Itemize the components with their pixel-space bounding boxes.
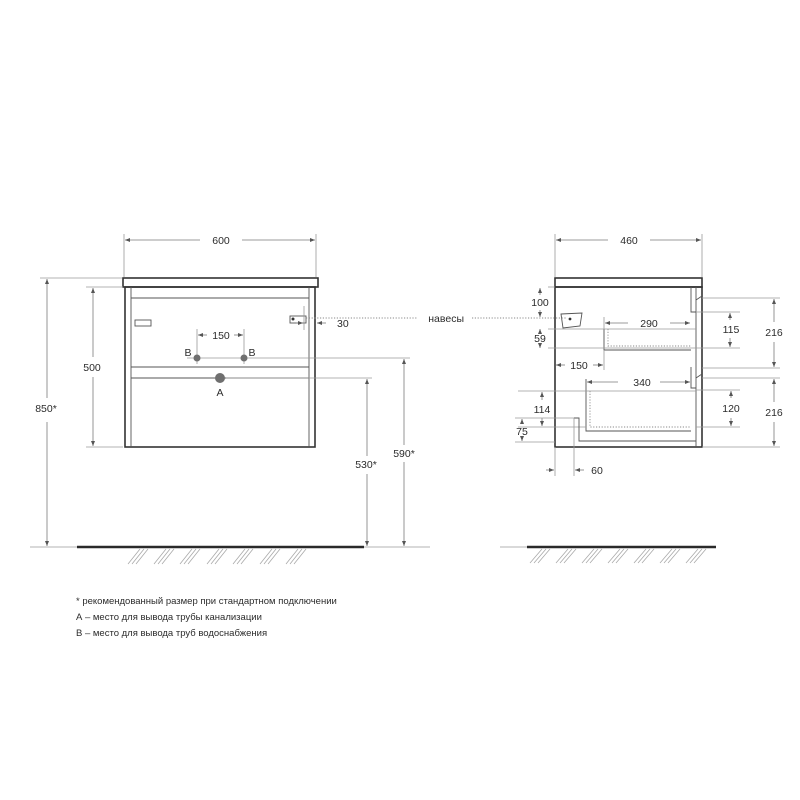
drawing-notes: * рекомендованный размер при стандартном… <box>76 594 337 642</box>
upper-handle-profile <box>690 287 703 313</box>
label-back-offset: 150 <box>570 360 588 372</box>
side-countertop <box>554 277 703 288</box>
label-lower-front-height: 216 <box>765 407 783 419</box>
label-upper-drawer-height: 115 <box>723 324 740 336</box>
note-recommended: * рекомендованный размер при стандартном… <box>76 596 337 607</box>
dim-front-width: 600 <box>123 234 317 277</box>
label-hinge-to-drawer: 59 <box>534 333 546 345</box>
hinge-bracket <box>560 312 583 329</box>
label-lower-drawer-inner: 114 <box>534 404 551 416</box>
floor-hatch-side <box>529 548 707 564</box>
label-a: A <box>216 387 223 399</box>
front-view: 600 30 150 B B A <box>30 234 430 565</box>
label-total-height: 850* <box>35 403 57 415</box>
label-lower-drawer-height: 120 <box>722 403 740 415</box>
supply-point-right <box>240 354 248 362</box>
label-b-right: B <box>248 347 255 359</box>
label-bottom-clearance: 75 <box>516 426 528 438</box>
side-view: 460 навесы 290 100 59 <box>428 234 783 564</box>
front-countertop <box>122 277 319 288</box>
front-cabinet-body <box>124 286 316 448</box>
left-bracket <box>134 319 152 327</box>
lower-drawer-box <box>589 391 691 428</box>
label-front-width: 600 <box>212 235 230 247</box>
label-side-depth: 460 <box>620 235 638 247</box>
lower-handle-profile <box>690 367 703 389</box>
note-drain: А – место для вывода трубы канализации <box>76 612 262 623</box>
side-cabinet-body <box>554 286 703 448</box>
label-supply-height: 590* <box>393 448 415 460</box>
note-supply: В – место для вывода труб водоснабжения <box>76 628 268 639</box>
drain-point <box>215 373 225 383</box>
label-hinge-offset: 30 <box>337 318 349 330</box>
label-hinges: навесы <box>428 313 464 325</box>
back-cutout <box>574 417 696 442</box>
label-cutout-width: 60 <box>591 465 603 477</box>
label-upper-front-height: 216 <box>765 327 783 339</box>
label-drain-height: 530* <box>355 459 377 471</box>
label-supply-spacing: 150 <box>212 330 230 342</box>
upper-drawer-box <box>607 329 691 347</box>
label-body-height: 500 <box>83 362 101 374</box>
supply-point-left <box>193 354 201 362</box>
floor-hatch-front <box>127 548 307 565</box>
label-upper-drawer-depth: 290 <box>640 318 658 330</box>
label-top-to-hinge: 100 <box>531 297 549 309</box>
label-lower-drawer-depth: 340 <box>633 377 651 389</box>
label-b-left: B <box>184 347 191 359</box>
